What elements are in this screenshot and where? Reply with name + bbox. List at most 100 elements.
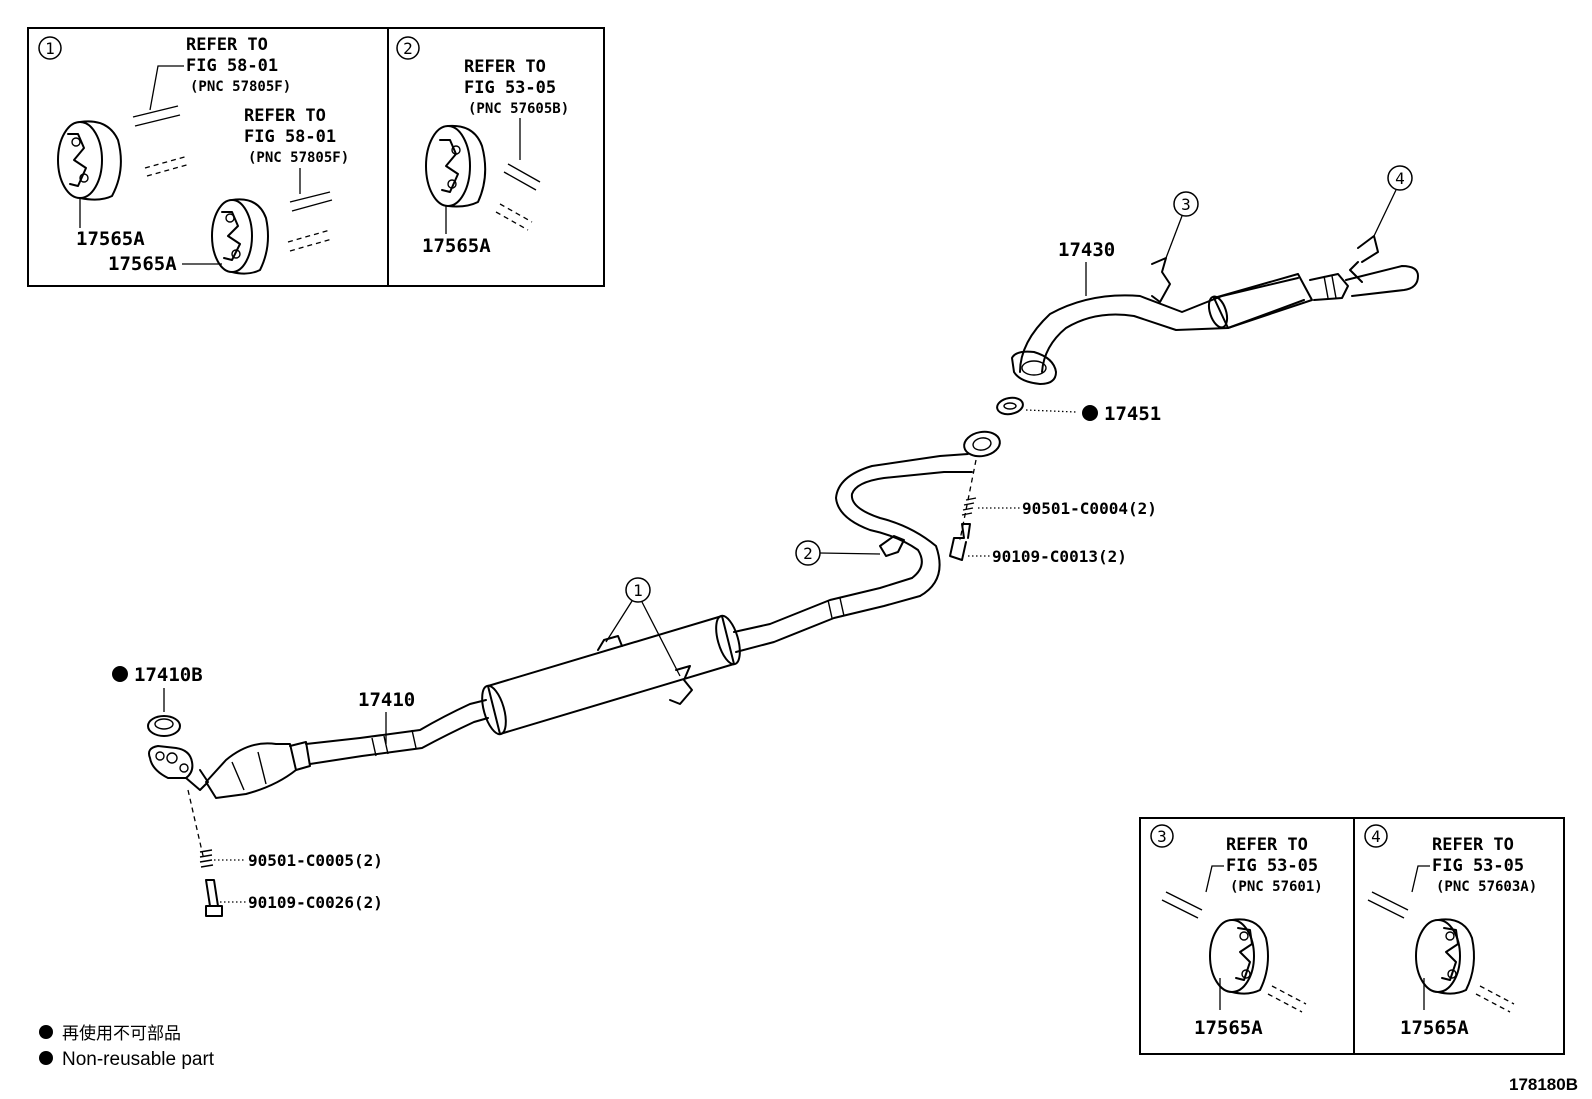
- mid-flange: [963, 430, 1001, 458]
- front-pipe-assembly: [148, 430, 1001, 799]
- label-90109-c0026: 90109-C0026(2): [248, 893, 383, 912]
- muffler-bracket-bottom: [669, 665, 693, 705]
- inset-1-ref-b-line2: FIG 58-01: [244, 127, 336, 147]
- inset-1-hanger-b: [211, 198, 269, 275]
- legend-english: Non-reusable part: [62, 1049, 215, 1070]
- bend-hanger: [879, 535, 905, 557]
- inset-3-part-label: 17565A: [1194, 1017, 1263, 1039]
- inset-4-pipe-stub-dashed: [1475, 985, 1515, 1013]
- legend-japanese: 再使用不可部品: [62, 1023, 181, 1043]
- inset-2-pipe-stub-dashed: [495, 203, 533, 231]
- inset-3-marker: [1150, 824, 1174, 848]
- catalytic-converter: [205, 742, 297, 799]
- inset-1-ref-a-line1: REFER TO: [186, 35, 268, 55]
- callout-2-label: 2: [803, 544, 813, 563]
- tail-pipe-assembly: [1011, 235, 1419, 385]
- bend-pipe-top: [835, 453, 969, 579]
- spring-90501-c0005: [199, 849, 214, 868]
- callout-3-leader: [1165, 215, 1183, 259]
- callout-1: [625, 577, 651, 603]
- inset-3: 3 REFER TO FIG 53-05 (PNC 57601) 17565A: [1150, 824, 1323, 1039]
- callout-1-label: 1: [633, 581, 643, 600]
- inset-1-hanger-a: [57, 120, 122, 201]
- bend-pipe-bottom: [850, 471, 973, 597]
- inset-3-ref-leader: [1205, 865, 1224, 893]
- inset-4-ref-line3: (PNC 57603A): [1436, 879, 1537, 895]
- label-90109-c0013: 90109-C0013(2): [992, 547, 1127, 566]
- label-17430: 17430: [1058, 239, 1115, 261]
- callout-4-leader: [1373, 189, 1397, 237]
- non-reusable-dot-17451: [1082, 405, 1098, 421]
- inset-3-ref-line1: REFER TO: [1226, 835, 1308, 855]
- inset-1-pipe-stub-a-dashed: [144, 155, 191, 177]
- inset-2-marker-label: 2: [403, 39, 413, 58]
- rear-muffler: [1213, 273, 1313, 329]
- inset-4-ref-line2: FIG 53-05: [1432, 856, 1524, 876]
- inset-1-pipe-stub-b: [289, 191, 333, 212]
- inset-1: 1 REFER TO FIG 58-01 (PNC 57805F) REFER …: [38, 35, 349, 275]
- front-bolt-axis: [187, 789, 205, 861]
- inset-1-marker: [38, 36, 62, 60]
- inset-2-marker: [396, 36, 420, 60]
- inset-2: 2 REFER TO FIG 53-05 (PNC 57605B) 17565A: [396, 36, 569, 257]
- inset-3-ref-line2: FIG 53-05: [1226, 856, 1318, 876]
- callout-3: [1173, 191, 1199, 217]
- inset-2-pipe-stub: [503, 163, 541, 191]
- inset-4: 4 REFER TO FIG 53-05 (PNC 57603A) 17565A: [1364, 824, 1537, 1039]
- gasket-17451: [996, 396, 1024, 416]
- tail-flange: [1011, 350, 1057, 385]
- inset-1-part-b-label: 17565A: [108, 253, 177, 275]
- bolt-90109-c0026: [205, 879, 223, 917]
- inset-3-pipe-stub-dashed: [1267, 985, 1307, 1013]
- inset-box-bottom: [1139, 817, 1565, 1055]
- hanger-4: [1349, 235, 1379, 283]
- inset-2-ref-line2: FIG 53-05: [464, 78, 556, 98]
- inset-3-hanger: [1209, 918, 1269, 995]
- front-flange-neck: [185, 769, 209, 791]
- inset-3-marker-label: 3: [1157, 827, 1167, 846]
- inset-box-top: [27, 27, 605, 287]
- callout-1-leader: [605, 600, 681, 677]
- leader-17451: [1025, 409, 1077, 413]
- inset-1-pipe-stub-a: [132, 105, 181, 127]
- label-17410b: 17410B: [134, 664, 203, 686]
- inset-2-hanger: [425, 124, 487, 208]
- inset-1-ref-a-line2: FIG 58-01: [186, 56, 278, 76]
- tail-tip: [1345, 265, 1419, 297]
- inset-3-pipe-stub: [1161, 891, 1203, 919]
- mid-pipe-top: [733, 577, 913, 633]
- label-90501-c0004: 90501-C0004(2): [1022, 499, 1157, 518]
- inset-1-ref-a-leader: [149, 65, 184, 111]
- gasket-17410b: [147, 715, 181, 737]
- inset-1-part-a-label: 17565A: [76, 228, 145, 250]
- inset-4-part-label: 17565A: [1400, 1017, 1469, 1039]
- mid-pipe-bottom: [735, 595, 921, 653]
- tail-pipe-top: [1019, 277, 1299, 373]
- callout-4: [1387, 165, 1413, 191]
- front-pipe-top: [305, 699, 487, 745]
- legend-dot-ja: [39, 1025, 53, 1039]
- inset-1-ref-b-line1: REFER TO: [244, 106, 326, 126]
- inset-4-ref-line1: REFER TO: [1432, 835, 1514, 855]
- callout-3-label: 3: [1181, 195, 1191, 214]
- label-17410: 17410: [358, 689, 415, 711]
- inset-3-ref-line3: (PNC 57601): [1230, 879, 1323, 895]
- inset-4-ref-leader: [1411, 865, 1430, 893]
- legend-dot-en: [39, 1051, 53, 1065]
- front-flange: [148, 745, 194, 779]
- inset-1-marker-label: 1: [45, 39, 55, 58]
- hanger-3: [1151, 257, 1171, 303]
- inset-4-marker-label: 4: [1371, 827, 1381, 846]
- muffler-bracket-top: [597, 635, 623, 651]
- legend: 再使用不可部品 Non-reusable part: [39, 1023, 215, 1070]
- label-90501-c0005: 90501-C0005(2): [248, 851, 383, 870]
- callout-4-label: 4: [1395, 169, 1405, 188]
- inset-1-ref-b-line3: (PNC 57805F): [248, 150, 349, 166]
- front-pipe-bottom: [309, 717, 489, 765]
- bolt-90109-c0013: [949, 523, 971, 561]
- label-17451: 17451: [1104, 403, 1161, 425]
- callout-2-leader: [819, 552, 881, 555]
- figure-id: 178180B: [1509, 1075, 1578, 1094]
- inset-4-marker: [1364, 824, 1388, 848]
